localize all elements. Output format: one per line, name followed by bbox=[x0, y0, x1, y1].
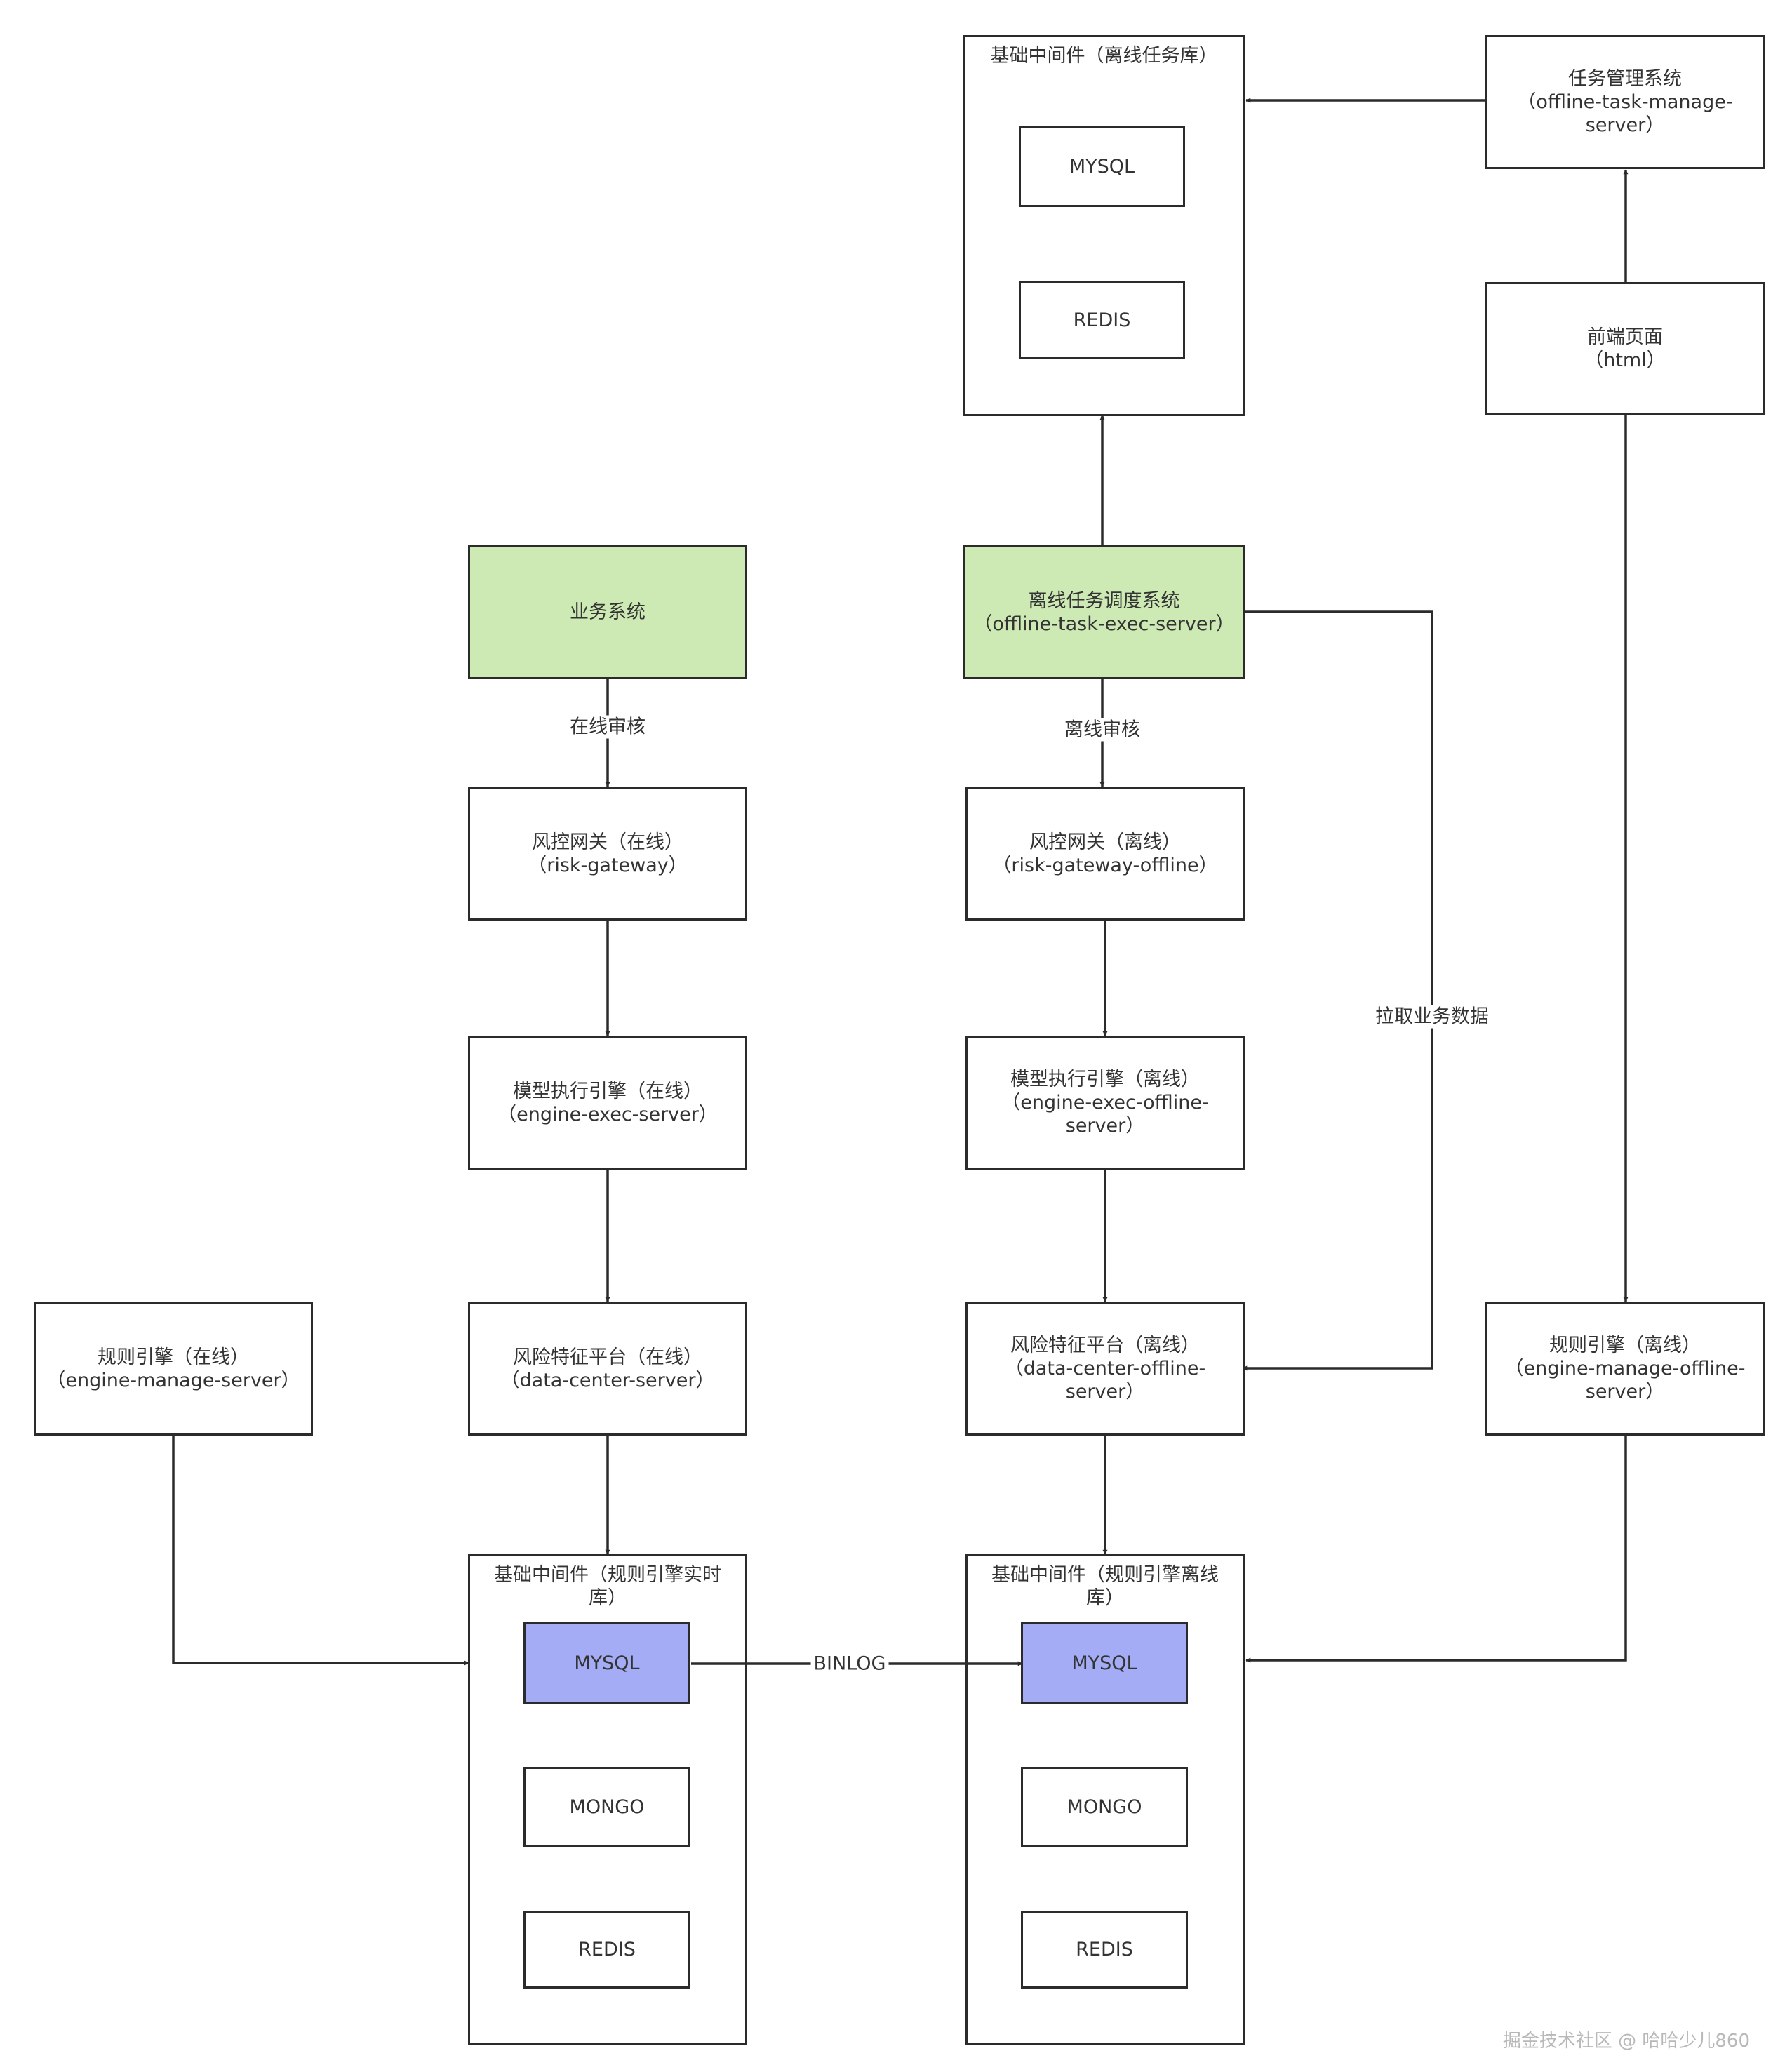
feature-online-line1: 风险特征平台（在线） bbox=[513, 1346, 702, 1368]
task-manage-line2: （offline-task-manage- bbox=[1517, 91, 1733, 113]
offline-mongo-label: MONGO bbox=[1066, 1796, 1142, 1818]
frontend-page[interactable]: 前端页面 （html） bbox=[1485, 282, 1765, 415]
offline-db-title-line2: 库） bbox=[1086, 1587, 1124, 1609]
edge-rule-offline-to-offline-db bbox=[1245, 1436, 1627, 1663]
realtime-db-container: 基础中间件（规则引擎实时 库） bbox=[468, 1554, 747, 2045]
rule-offline-line3: server） bbox=[1585, 1381, 1665, 1403]
feature-platform-offline[interactable]: 风险特征平台（离线） （data-center-offline- server） bbox=[965, 1302, 1245, 1436]
feature-offline-line1: 风险特征平台（离线） bbox=[1010, 1335, 1200, 1356]
risk-gateway-offline[interactable]: 风控网关（离线） （risk-gateway-offline） bbox=[965, 787, 1245, 921]
feature-offline-line3: server） bbox=[1065, 1381, 1145, 1403]
edge-label-offline-review: 离线审核 bbox=[1062, 718, 1143, 742]
rule-offline-line2: （engine-manage-offline- bbox=[1504, 1358, 1746, 1379]
feature-offline-line2: （data-center-offline- bbox=[1004, 1358, 1206, 1379]
watermark: 掘金技术社区 @ 哈哈少儿860 bbox=[1502, 2031, 1750, 2052]
rule-engine-offline[interactable]: 规则引擎（离线） （engine-manage-offline- server） bbox=[1485, 1302, 1765, 1436]
offline-mongo[interactable]: MONGO bbox=[1021, 1767, 1188, 1847]
feature-online-line2: （data-center-server） bbox=[500, 1369, 715, 1391]
gateway-offline-line2: （risk-gateway-offline） bbox=[992, 854, 1218, 876]
frontend-line1: 前端页面 bbox=[1587, 326, 1663, 348]
gateway-offline-line1: 风控网关（离线） bbox=[1029, 831, 1181, 853]
offline-task-mysql[interactable]: MYSQL bbox=[1019, 126, 1185, 207]
realtime-mysql[interactable]: MYSQL bbox=[523, 1622, 690, 1704]
task-manage-system[interactable]: 任务管理系统 （offline-task-manage- server） bbox=[1485, 35, 1765, 169]
offline-mysql[interactable]: MYSQL bbox=[1021, 1622, 1188, 1704]
model-engine-offline[interactable]: 模型执行引擎（离线） （engine-exec-offline- server） bbox=[965, 1036, 1245, 1170]
realtime-db-title: 基础中间件（规则引擎实时 库） bbox=[470, 1563, 745, 1610]
offline-mysql-label: MYSQL bbox=[1071, 1652, 1137, 1674]
realtime-mongo[interactable]: MONGO bbox=[523, 1767, 690, 1847]
rule-engine-online[interactable]: 规则引擎（在线） （engine-manage-server） bbox=[34, 1302, 313, 1436]
offline-task-mysql-label: MYSQL bbox=[1069, 156, 1135, 178]
realtime-db-title-line2: 库） bbox=[589, 1587, 627, 1609]
offline-db-container: 基础中间件（规则引擎离线 库） bbox=[965, 1554, 1245, 2045]
edge-label-pull-data: 拉取业务数据 bbox=[1372, 1005, 1492, 1029]
rule-online-line2: （engine-manage-server） bbox=[46, 1369, 300, 1391]
engine-online-line2: （engine-exec-server） bbox=[497, 1103, 718, 1125]
offline-task-db-title: 基础中间件（离线任务库） bbox=[990, 45, 1218, 67]
task-manage-line1: 任务管理系统 bbox=[1568, 68, 1682, 90]
offline-exec-line2: （offline-task-exec-server） bbox=[973, 613, 1235, 635]
offline-redis-label: REDIS bbox=[1076, 1939, 1133, 1960]
business-system-label: 业务系统 bbox=[570, 601, 646, 623]
offline-task-redis-label: REDIS bbox=[1073, 309, 1131, 331]
realtime-mongo-label: MONGO bbox=[569, 1796, 645, 1818]
business-system[interactable]: 业务系统 bbox=[468, 545, 747, 679]
engine-offline-line2: （engine-exec-offline- bbox=[1001, 1092, 1209, 1114]
feature-platform-online[interactable]: 风险特征平台（在线） （data-center-server） bbox=[468, 1302, 747, 1436]
engine-offline-line1: 模型执行引擎（离线） bbox=[1010, 1069, 1200, 1090]
edge-exec-pull-to-feature-offline bbox=[1242, 610, 1433, 1371]
frontend-line2: （html） bbox=[1584, 349, 1666, 371]
gateway-online-line2: （risk-gateway） bbox=[528, 854, 688, 876]
edge-rule-online-to-realtime-db bbox=[172, 1436, 469, 1666]
realtime-redis[interactable]: REDIS bbox=[523, 1911, 690, 1989]
risk-gateway-online[interactable]: 风控网关（在线） （risk-gateway） bbox=[468, 787, 747, 921]
offline-redis[interactable]: REDIS bbox=[1021, 1911, 1188, 1989]
edge-label-online-review: 在线审核 bbox=[567, 715, 648, 739]
engine-online-line1: 模型执行引擎（在线） bbox=[513, 1080, 702, 1102]
offline-db-title-line1: 基础中间件（规则引擎离线 bbox=[991, 1564, 1219, 1586]
offline-task-exec-system[interactable]: 离线任务调度系统 （offline-task-exec-server） bbox=[963, 545, 1245, 679]
offline-task-redis[interactable]: REDIS bbox=[1019, 281, 1185, 359]
offline-exec-line1: 离线任务调度系统 bbox=[1028, 589, 1180, 612]
offline-task-db-container: 基础中间件（离线任务库） bbox=[963, 35, 1245, 416]
task-manage-line3: server） bbox=[1585, 114, 1665, 136]
engine-offline-line3: server） bbox=[1065, 1115, 1145, 1137]
realtime-mysql-label: MYSQL bbox=[574, 1652, 640, 1674]
rule-offline-line1: 规则引擎（离线） bbox=[1549, 1335, 1701, 1356]
edge-label-binlog: BINLOG bbox=[810, 1652, 889, 1676]
realtime-redis-label: REDIS bbox=[578, 1939, 636, 1960]
gateway-online-line1: 风控网关（在线） bbox=[532, 831, 683, 853]
offline-db-title: 基础中间件（规则引擎离线 库） bbox=[968, 1563, 1243, 1610]
model-engine-online[interactable]: 模型执行引擎（在线） （engine-exec-server） bbox=[468, 1036, 747, 1170]
rule-online-line1: 规则引擎（在线） bbox=[98, 1346, 249, 1368]
realtime-db-title-line1: 基础中间件（规则引擎实时 bbox=[494, 1564, 721, 1586]
